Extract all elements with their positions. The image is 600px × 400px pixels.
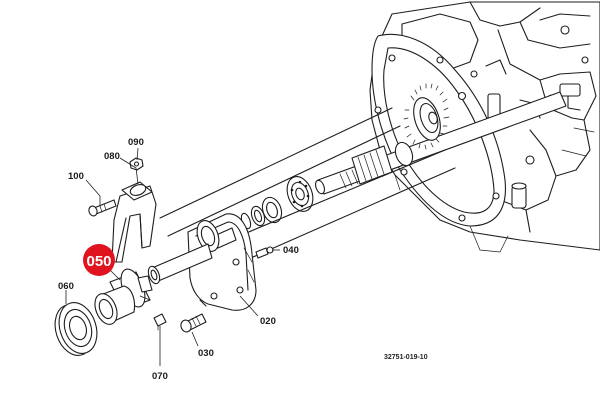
label-080[interactable]: 080: [104, 151, 120, 162]
fork-bolt: [88, 199, 117, 217]
highlight-circle: [83, 244, 115, 276]
label-020[interactable]: 020: [260, 316, 276, 327]
release-bearing: [94, 268, 153, 325]
input-gear: [403, 83, 450, 150]
label-070[interactable]: 070: [152, 371, 168, 382]
snap-rings: [240, 196, 283, 230]
oil-seal: [54, 302, 98, 356]
label-060[interactable]: 060: [58, 281, 74, 292]
fork-nut: [129, 157, 144, 171]
label-030[interactable]: 030: [198, 348, 214, 359]
leader-lines: [65, 147, 280, 366]
label-090[interactable]: 090: [128, 137, 144, 148]
label-040[interactable]: 040: [283, 245, 299, 256]
spring-clip: [153, 313, 167, 331]
release-housing: [147, 213, 257, 311]
release-fork: [111, 181, 157, 263]
shaft-bearing: [286, 176, 314, 212]
grease-nipple: [255, 246, 274, 259]
figure-code: 32751-019-10: [384, 354, 428, 361]
housing-bolt: [180, 313, 207, 333]
label-050[interactable]: 050: [86, 253, 111, 270]
highlight-callout-050[interactable]: 050: [83, 244, 115, 276]
callout-labels: 090 080 100 060 040 020 030 070: [58, 137, 299, 382]
label-100[interactable]: 100: [68, 171, 84, 182]
